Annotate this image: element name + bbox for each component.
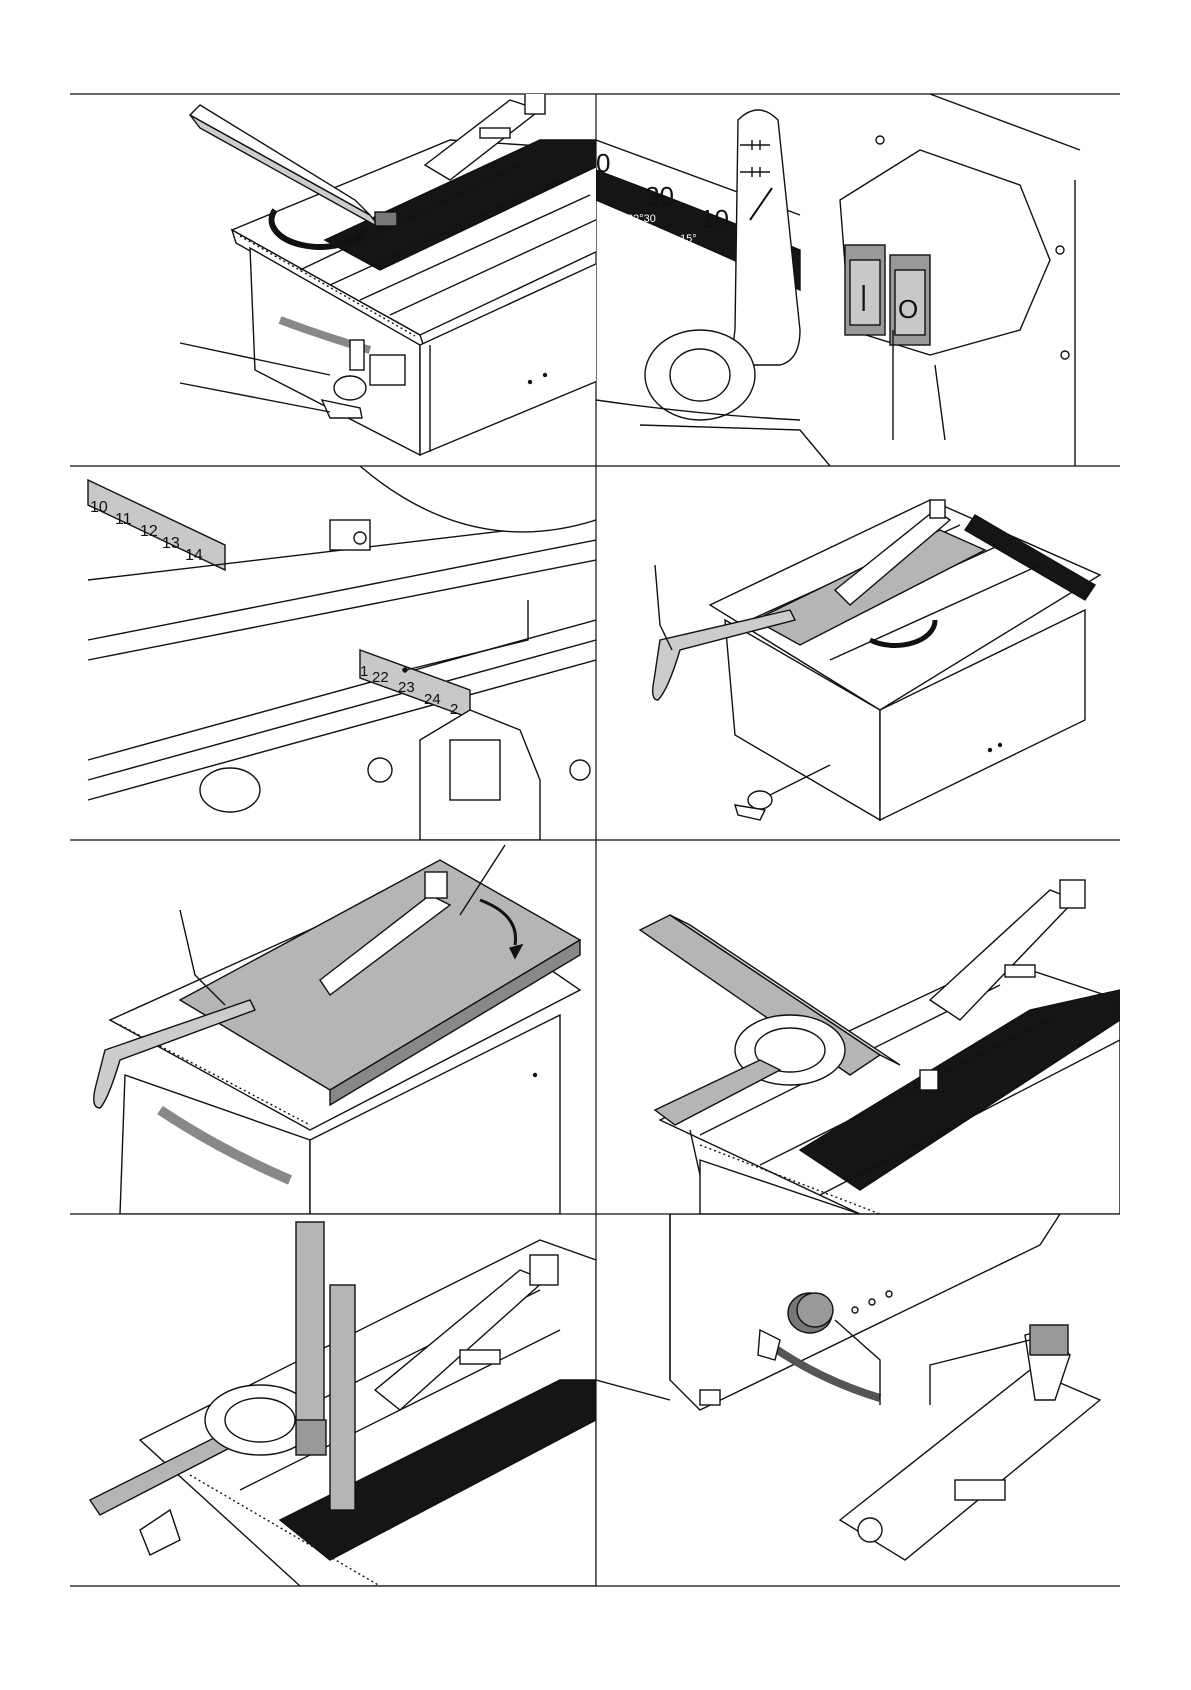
- top-scale-12: 12: [140, 523, 158, 540]
- figure-4: [653, 500, 1100, 820]
- bottom-scale-1: 1: [360, 663, 368, 680]
- top-scale-13: 13: [162, 535, 180, 552]
- figure-1: [180, 92, 600, 455]
- dial-small-2230: 22°30: [627, 213, 656, 225]
- bottom-scale-2: 2: [450, 701, 458, 718]
- bottom-scale-24: 24: [424, 691, 441, 708]
- top-scale-10: 10: [90, 499, 108, 516]
- bottom-scale-23: 23: [398, 679, 415, 696]
- figure-6: [640, 880, 1120, 1214]
- figure-3: 10 11 12 13 14 1 22 23 24 2: [88, 466, 596, 840]
- figure-2: 0 20 10 22°30 15° | O: [596, 94, 1080, 466]
- figure-7: [90, 1222, 596, 1586]
- figure-8: [596, 1214, 1100, 1560]
- dial-label-20: 20: [645, 181, 674, 211]
- dial-label-10: 10: [700, 204, 729, 234]
- dial-label-0: 0: [596, 148, 610, 178]
- top-scale-14: 14: [185, 547, 203, 564]
- dial-small-15: 15°: [680, 233, 697, 245]
- bottom-scale-22: 22: [372, 669, 389, 686]
- top-scale-11: 11: [115, 511, 132, 528]
- switch-on-symbol: |: [860, 280, 867, 311]
- figure-5: [94, 845, 580, 1214]
- switch-off-symbol: O: [898, 294, 918, 324]
